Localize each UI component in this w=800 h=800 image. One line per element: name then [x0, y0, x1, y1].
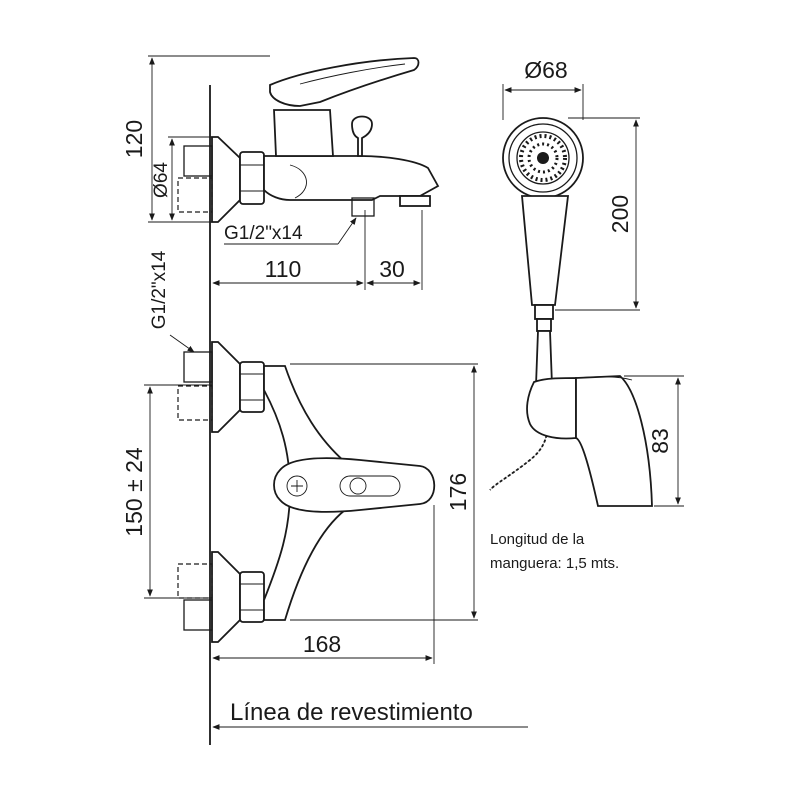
brand-logo-icon — [286, 475, 308, 497]
dim-120: 120 — [121, 120, 147, 158]
hose-length-note-line1: Longitud de la — [490, 531, 585, 548]
hose-length-note-line2: manguera: 1,5 mts. — [490, 555, 619, 572]
dim-168: 168 — [303, 631, 341, 657]
dim-200: 200 — [607, 195, 633, 233]
dim-thread-top: G1/2"x14 — [224, 223, 303, 244]
dim-thread-side: G1/2"x14 — [149, 250, 170, 329]
dim-110: 110 — [265, 256, 302, 282]
dim-diameter-64: Ø64 — [151, 162, 172, 198]
mixer-side-view — [177, 57, 440, 223]
dim-30: 30 — [379, 256, 405, 282]
dim-150-24: 150 ± 24 — [121, 447, 147, 537]
hand-shower — [502, 117, 584, 386]
dim-83: 83 — [647, 428, 673, 454]
shower-holder — [526, 375, 653, 507]
caption-cladding-line: Línea de revestimiento — [230, 699, 473, 726]
dim-176: 176 — [445, 473, 471, 511]
mixer-front-view — [177, 341, 436, 643]
dim-diameter-68: Ø68 — [524, 57, 567, 83]
